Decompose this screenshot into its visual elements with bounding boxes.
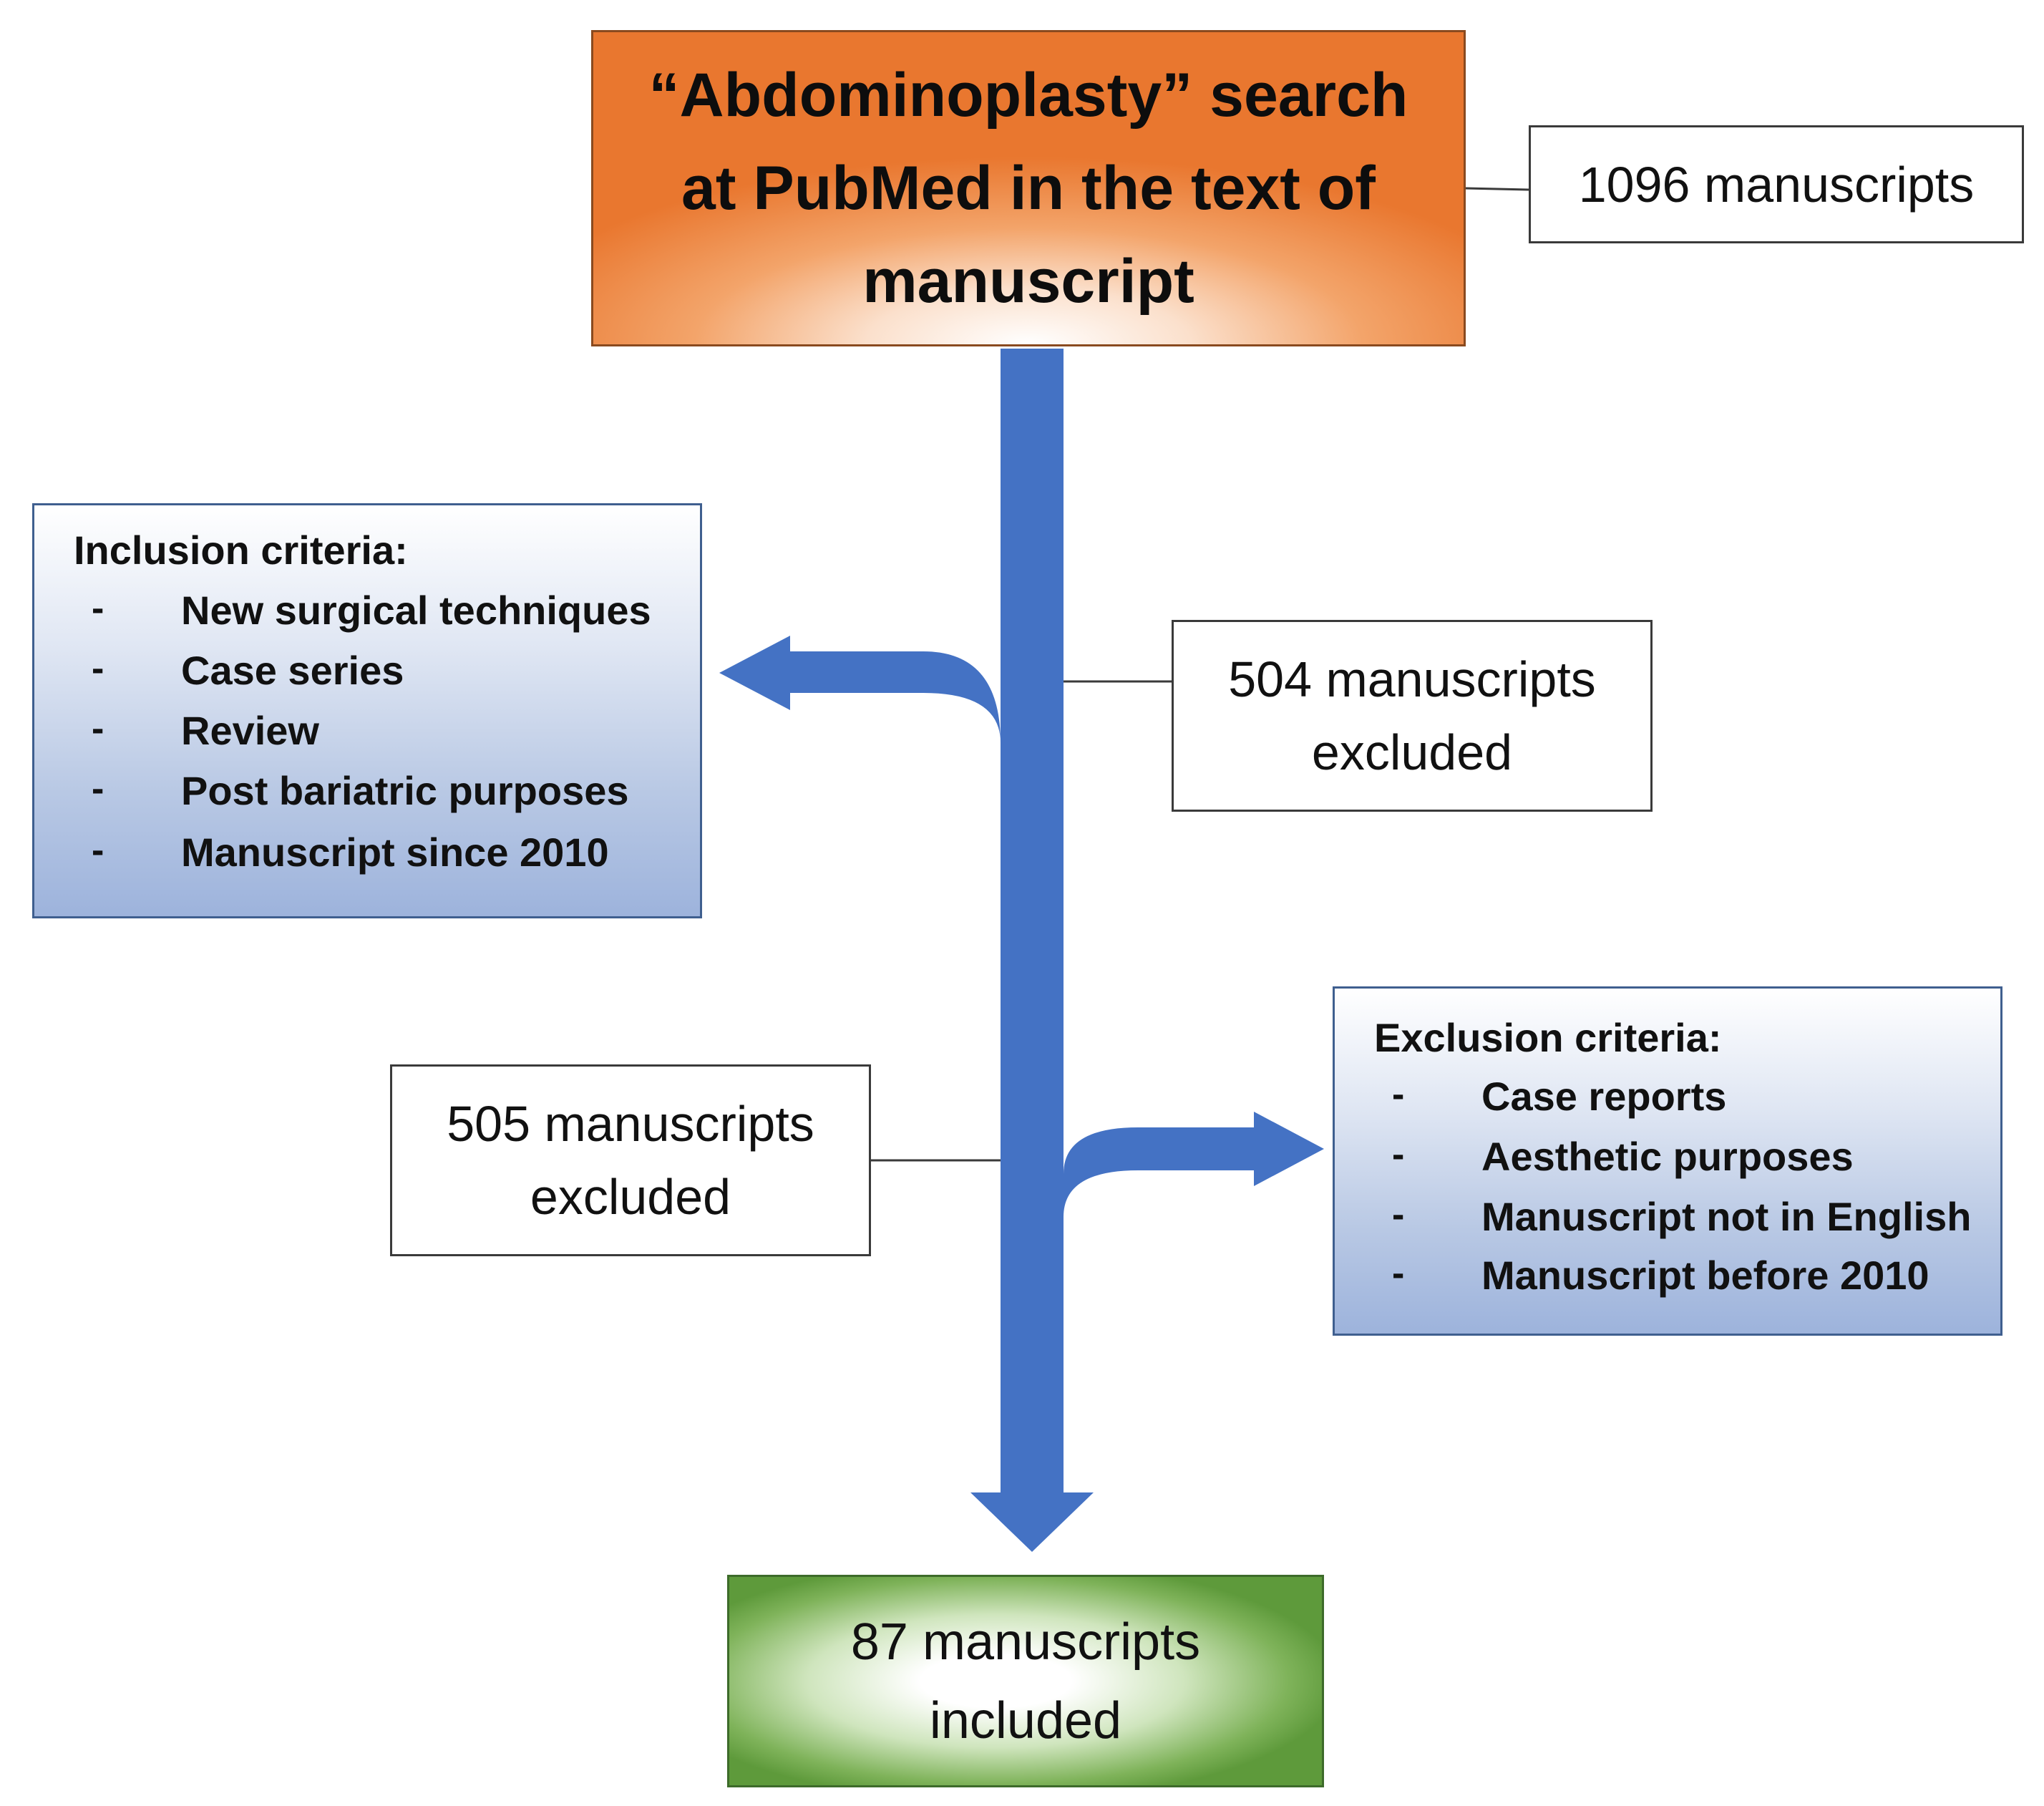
exclusion-criteria-box: Exclusion criteria: - Case reports - Aes… [1333,986,2002,1336]
included-line-1: 87 manuscripts [850,1613,1201,1671]
total-manuscripts-box: 1096 manuscripts [1529,125,2024,243]
inclusion-item-label: Case series [181,648,404,693]
inclusion-item-label: Manuscript since 2010 [181,830,609,875]
search-box: “Abdominoplasty” search at PubMed in the… [591,30,1466,346]
inclusion-item-label: Review [181,708,319,753]
search-text-line-3: manuscript [862,247,1194,316]
list-dash: - [92,588,104,629]
excluded-505-box: 505 manuscripts excluded [390,1064,871,1256]
inclusion-branch-arrow [719,636,1001,743]
inclusion-criteria-box: Inclusion criteria: - New surgical techn… [32,503,702,918]
excluded-505-line-2: excluded [530,1169,731,1225]
list-dash: - [1392,1253,1405,1294]
exclusion-item-label: Case reports [1481,1074,1727,1119]
excluded-504-box: 504 manuscripts excluded [1172,620,1653,812]
exclusion-criteria-title: Exclusion criteria: [1374,1015,1722,1060]
list-dash: - [1392,1194,1405,1235]
inclusion-item-label: New surgical techniques [181,588,651,633]
excluded-504-line-1: 504 manuscripts [1228,651,1596,707]
list-dash: - [92,708,104,749]
included-manuscripts-box: 87 manuscripts included [727,1575,1324,1787]
total-manuscripts-label: 1096 manuscripts [1578,156,1975,213]
list-dash: - [92,830,104,871]
inclusion-item-label: Post bariatric purposes [181,768,629,813]
search-text-line-1: “Abdominoplasty” search [648,61,1408,130]
exclusion-item-label: Aesthetic purposes [1481,1134,1854,1179]
list-dash: - [1392,1134,1405,1175]
exclusion-item-label: Manuscript not in English [1481,1194,1972,1239]
included-line-2: included [929,1691,1122,1749]
list-dash: - [1392,1074,1405,1115]
exclusion-branch-arrow [1064,1112,1324,1217]
connector-total [1465,187,1529,191]
list-dash: - [92,768,104,810]
excluded-504-line-2: excluded [1311,724,1513,780]
search-text-line-2: at PubMed in the text of [681,154,1376,223]
list-dash: - [92,648,104,689]
exclusion-item-label: Manuscript before 2010 [1481,1253,1929,1298]
main-down-arrow [970,349,1094,1552]
excluded-505-line-1: 505 manuscripts [447,1096,814,1152]
inclusion-criteria-title: Inclusion criteria: [74,528,408,573]
